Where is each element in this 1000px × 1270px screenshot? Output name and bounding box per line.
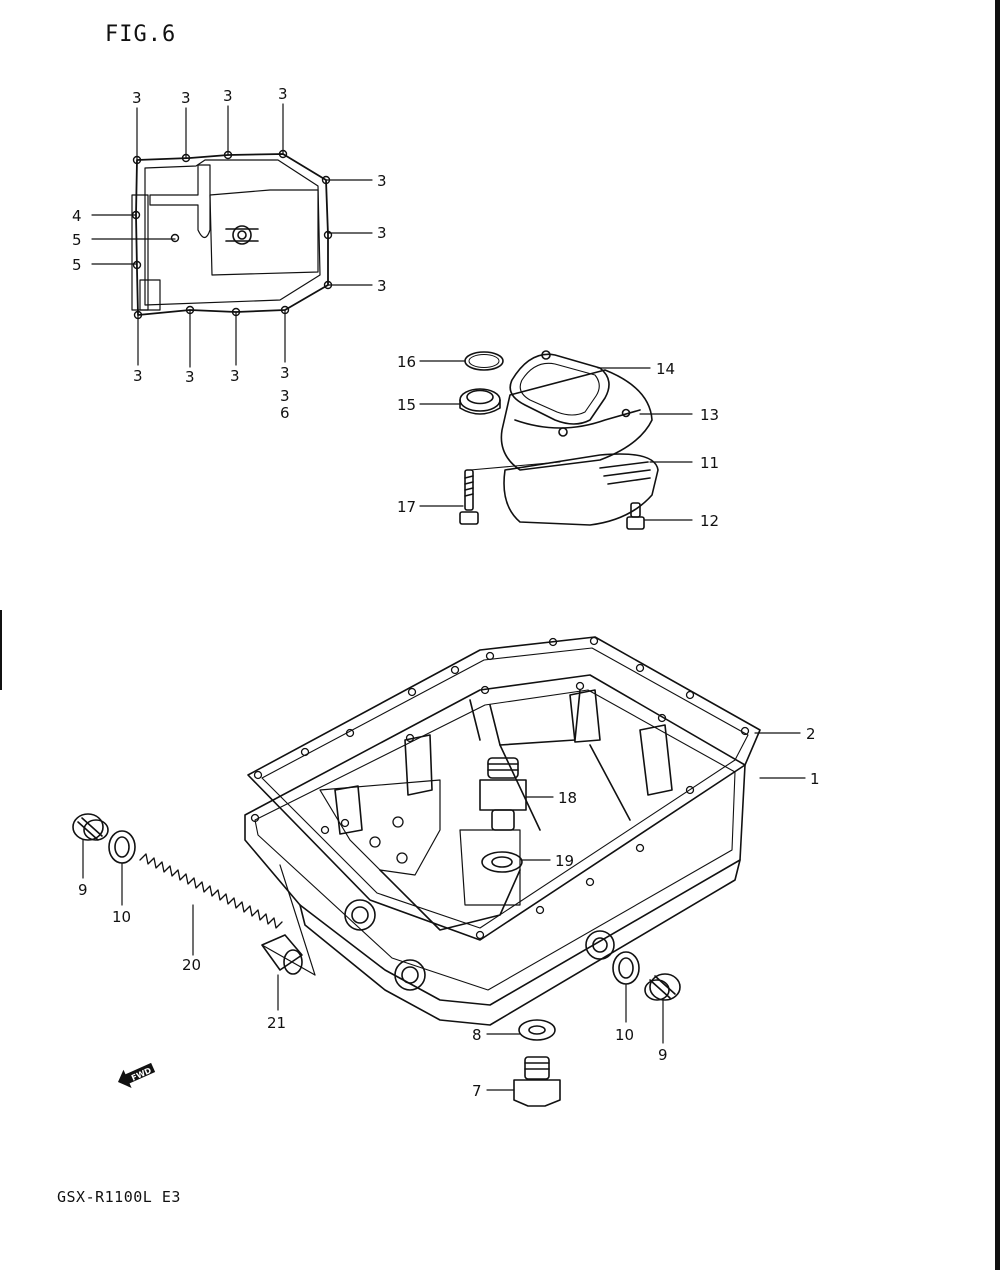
callout-18: 18	[558, 789, 577, 807]
washer-19	[481, 851, 523, 873]
seal-15	[459, 388, 501, 415]
gasket-inner-outline	[144, 159, 321, 306]
callout-10: 10	[112, 908, 131, 926]
callout-16: 16	[397, 353, 416, 371]
callout-3: 3	[230, 367, 240, 385]
pan-callouts: 2 1 18 19 9 10 20 21 8 10 9 7	[78, 725, 820, 1100]
gasket-sump-outline	[209, 189, 319, 276]
scan-edge-bar	[995, 0, 1000, 1270]
plug-9-left	[72, 813, 109, 841]
callout-3: 3	[280, 364, 290, 382]
callout-12: 12	[700, 512, 719, 530]
spring-20	[139, 853, 283, 929]
gasket-leader-lines	[91, 103, 373, 368]
callout-13: 13	[700, 406, 719, 424]
callout-14: 14	[656, 360, 675, 378]
washer-8	[518, 1019, 556, 1041]
oil-pan-assembly: 2 1 18 19 9 10 20 21 8 10 9 7	[72, 636, 820, 1107]
callout-21: 21	[267, 1014, 286, 1032]
callout-3: 3	[185, 368, 195, 386]
callout-5: 5	[72, 256, 82, 274]
callout-3: 3	[223, 87, 233, 105]
drain-bolt-7	[513, 1056, 561, 1107]
callout-3: 3	[377, 224, 387, 242]
pan-leader-lines	[82, 732, 806, 1091]
pan-bolt-holes	[250, 636, 750, 940]
callout-3: 3	[377, 277, 387, 295]
gasket-port	[139, 279, 161, 311]
pressure-switch-18	[479, 757, 527, 831]
callout-10: 10	[615, 1026, 634, 1044]
callout-17: 17	[397, 498, 416, 516]
callout-7: 7	[472, 1082, 482, 1100]
scan-edge-tick	[0, 610, 2, 690]
model-label: GSX-R1100L E3	[57, 1188, 181, 1206]
pan-gasket-2	[247, 636, 761, 941]
washer-10-left	[108, 830, 136, 864]
callout-3: 3	[132, 89, 142, 107]
callout-19: 19	[555, 852, 574, 870]
callout-11: 11	[700, 454, 719, 472]
washer-10-right	[612, 951, 640, 985]
fwd-arrow-icon: FWD	[118, 1062, 156, 1088]
gasket-center-fitting	[225, 225, 259, 245]
callout-3: 3	[377, 172, 387, 190]
callout-5: 5	[72, 231, 82, 249]
figure-title: FIG.6	[105, 22, 177, 47]
relief-valve-21	[261, 934, 303, 975]
callout-9: 9	[658, 1046, 668, 1064]
pan-ports	[344, 899, 615, 991]
callout-8: 8	[472, 1026, 482, 1044]
filter-leader-lines	[419, 360, 693, 521]
callout-4: 4	[72, 207, 82, 225]
cover-13	[500, 369, 653, 471]
gasket-passage	[149, 164, 211, 239]
filter-11	[469, 453, 659, 526]
plug-9-right	[644, 973, 681, 1001]
callout-15: 15	[397, 396, 416, 414]
bolt-12	[626, 502, 645, 530]
bolt-17	[459, 469, 479, 525]
callout-20: 20	[182, 956, 201, 974]
callout-1: 1	[810, 770, 820, 788]
filter-assembly: 16 15 14 13 11 17 12	[397, 350, 719, 530]
callout-2: 2	[806, 725, 816, 743]
gasket-outline	[135, 153, 329, 316]
fwd-label: FWD	[130, 1066, 153, 1083]
callout-3: 3	[181, 89, 191, 107]
pan-body-1	[244, 674, 746, 1026]
callout-3: 3	[133, 367, 143, 385]
gasket-14	[509, 350, 610, 425]
callout-3: 3	[278, 85, 288, 103]
callout-9: 9	[78, 881, 88, 899]
filter-callouts: 16 15 14 13 11 17 12	[397, 353, 719, 530]
